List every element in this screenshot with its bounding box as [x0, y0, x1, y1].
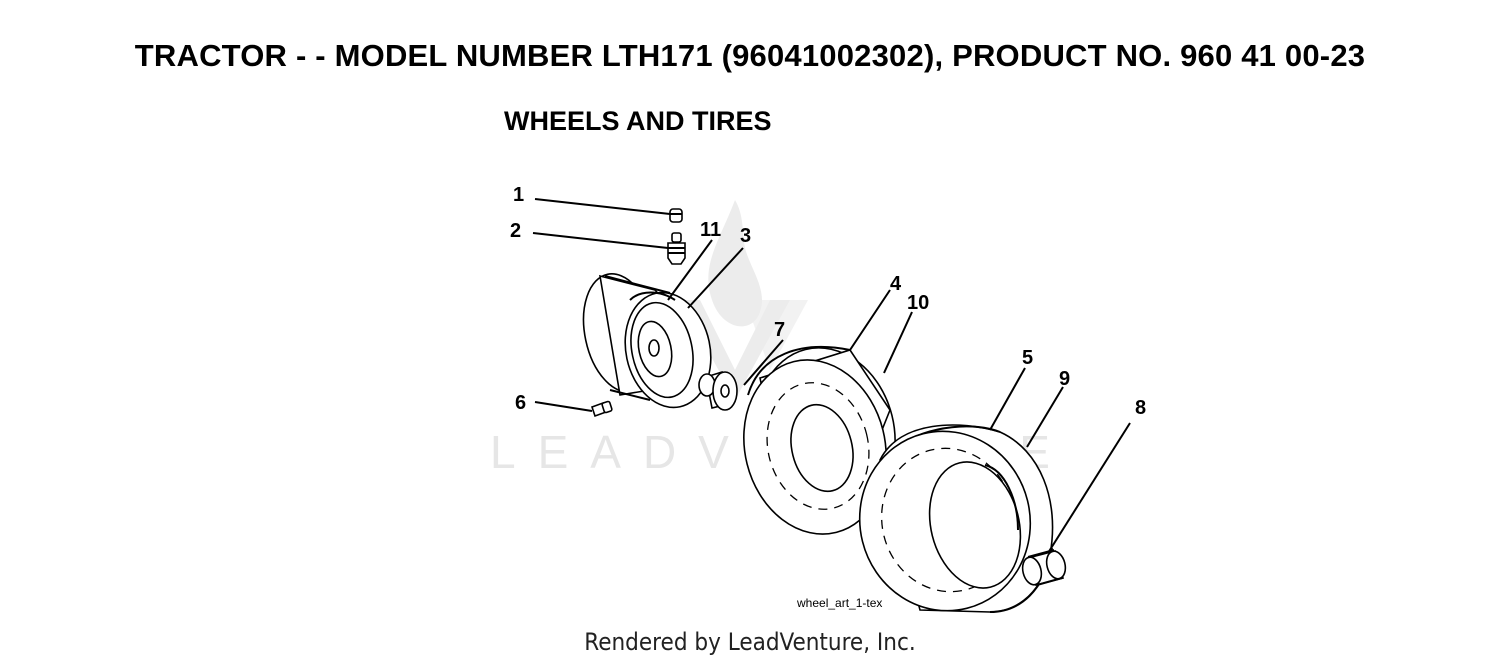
- callout-11: 11: [700, 219, 721, 241]
- watermark-logo-icon: [680, 200, 808, 400]
- part-5-rear-tire: [858, 424, 1054, 613]
- callout-7: 7: [774, 319, 785, 341]
- art-reference: wheel_art_1-tex: [796, 596, 882, 610]
- callout-9: 9: [1059, 368, 1070, 390]
- callout-3: 3: [740, 225, 751, 247]
- leader-lines: [532, 198, 1131, 554]
- part-7-bushing: [698, 370, 738, 411]
- callout-4: 4: [890, 273, 902, 295]
- section-title: WHEELS AND TIRES: [504, 106, 772, 136]
- part-1-valve-cap: [669, 208, 683, 223]
- callout-8: 8: [1135, 397, 1146, 419]
- callout-2: 2: [510, 220, 521, 242]
- part-3-rim: [582, 273, 712, 409]
- footer-credit: Rendered by LeadVenture, Inc.: [584, 628, 916, 656]
- page-title: TRACTOR - - MODEL NUMBER LTH171 (9604100…: [134, 38, 1366, 73]
- callout-5: 5: [1022, 347, 1033, 369]
- callout-1: 1: [513, 184, 524, 206]
- callout-6: 6: [515, 392, 526, 414]
- callout-labels: 1 2 3 4 5 6 7 8 9 10 11: [510, 184, 1146, 419]
- part-2-valve-stem: [667, 232, 686, 265]
- part-6-fitting: [590, 400, 613, 418]
- part-8-cap: [1021, 549, 1067, 586]
- callout-10: 10: [907, 292, 929, 314]
- part-4-front-tire: [743, 346, 896, 535]
